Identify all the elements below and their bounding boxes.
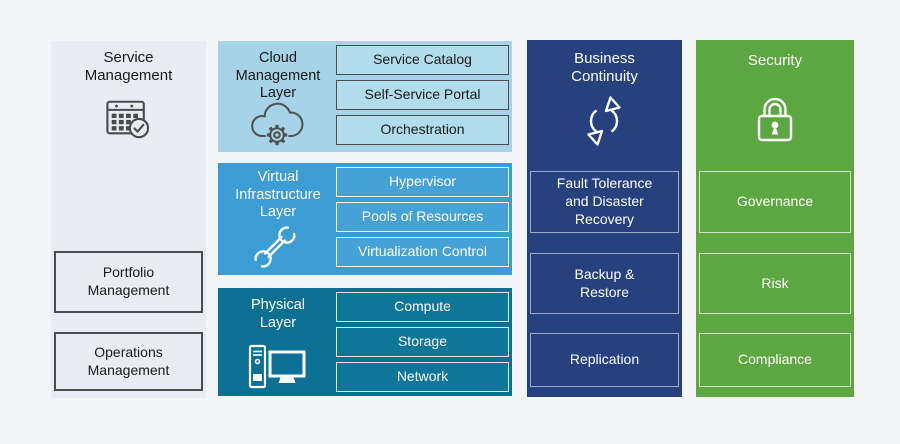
- business-continuity-panel: Business Continuity Fault Tolerance and …: [527, 40, 682, 397]
- fault-tolerance-disaster-recovery-box: Fault Tolerance and Disaster Recovery: [530, 171, 679, 233]
- storage-box: Storage: [336, 327, 509, 357]
- physical-layer-panel: Physical Layer Compute Storage Network: [218, 288, 512, 396]
- portfolio-management-box: Portfolio Management: [54, 251, 203, 313]
- orchestration-box: Orchestration: [336, 115, 509, 145]
- compute-box: Compute: [336, 292, 509, 322]
- self-service-portal-box: Self-Service Portal: [336, 80, 509, 110]
- virtualization-control-box: Virtualization Control: [336, 237, 509, 267]
- pools-of-resources-box: Pools of Resources: [336, 202, 509, 232]
- compliance-box: Compliance: [699, 333, 851, 387]
- replication-box: Replication: [530, 333, 679, 387]
- network-box: Network: [336, 362, 509, 392]
- virtual-infrastructure-layer-panel: Virtual Infrastructure Layer Hypervisor …: [218, 163, 512, 275]
- risk-box: Risk: [699, 253, 851, 314]
- service-management-panel: Service Management Portfolio Management …: [51, 41, 206, 398]
- physical-layer-title: Physical Layer: [251, 297, 305, 331]
- cloud-management-layer-panel: Cloud Management Layer Service Catalog S…: [218, 41, 512, 152]
- backup-restore-box: Backup & Restore: [530, 253, 679, 314]
- operations-management-box: Operations Management: [54, 332, 203, 391]
- hypervisor-box: Hypervisor: [336, 167, 509, 197]
- cloud-management-layer-title: Cloud Management Layer: [235, 50, 321, 102]
- wrench-icon: [254, 226, 296, 268]
- calendar-check-icon: [106, 100, 150, 139]
- service-management-title: Service Management: [84, 49, 173, 85]
- lock-icon: [757, 97, 793, 142]
- security-panel: Security Governance Risk Compliance: [696, 40, 854, 397]
- business-continuity-title: Business Continuity: [571, 50, 638, 86]
- cloud-gear-icon: [251, 102, 304, 147]
- governance-box: Governance: [699, 171, 851, 233]
- virtual-infrastructure-layer-title: Virtual Infrastructure Layer: [235, 169, 321, 221]
- service-catalog-box: Service Catalog: [336, 45, 509, 75]
- desktop-computer-icon: [248, 344, 306, 389]
- sync-arrows-icon: [587, 96, 621, 146]
- security-title: Security: [747, 52, 803, 69]
